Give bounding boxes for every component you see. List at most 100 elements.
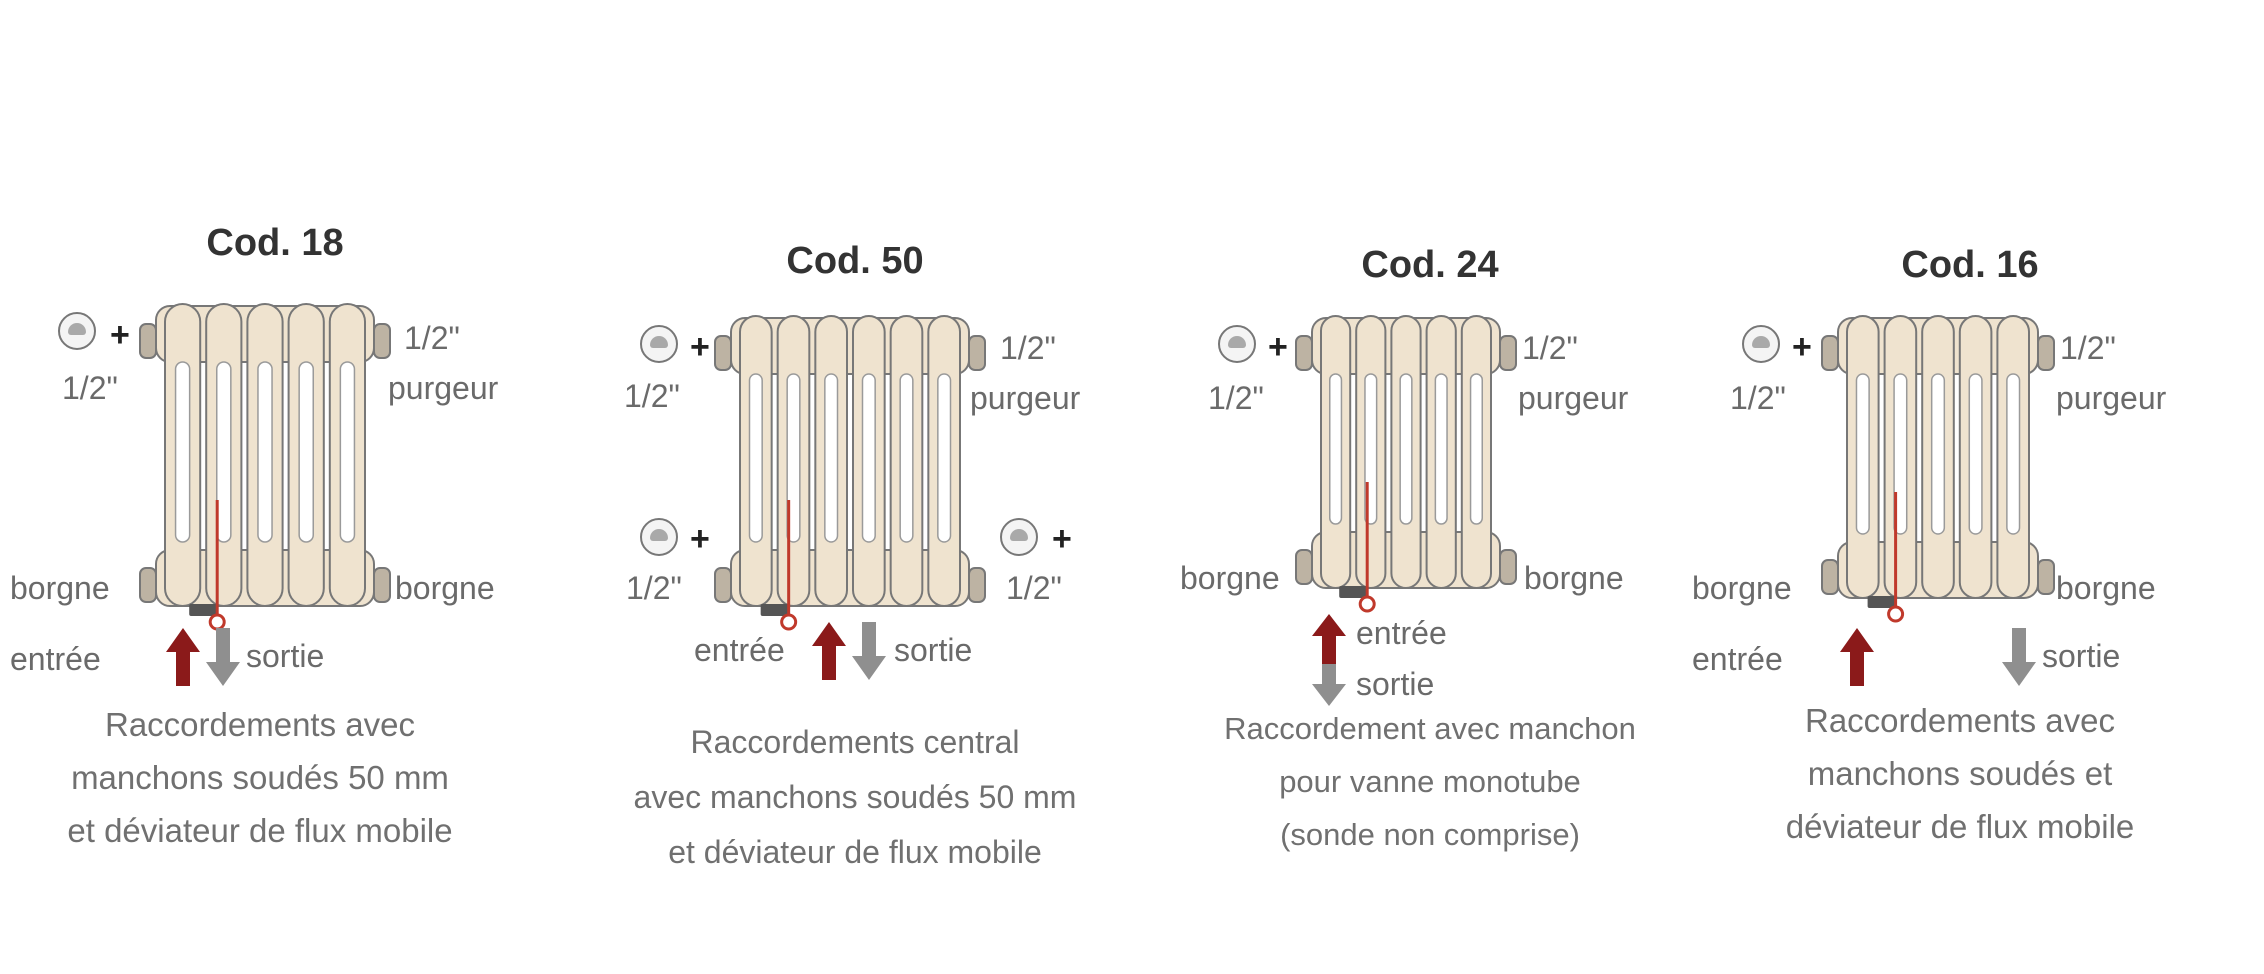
description-line: manchons soudés et	[1807, 755, 2113, 792]
probe-tip	[208, 613, 226, 631]
radiator-column-slot	[216, 361, 232, 543]
radiator-column-slot	[298, 361, 314, 543]
radiator-cap	[373, 567, 391, 603]
panel-cod-18: Cod. 18 + 1/2" 1/2" purgeur borgne borgn…	[0, 0, 560, 974]
description-line: Raccordements avec	[105, 706, 415, 743]
bottom-left-label: borgne	[1180, 560, 1280, 596]
entree-label: entrée	[1692, 641, 1783, 677]
radiator-column-slot	[339, 361, 356, 543]
outlet-arrow-icon	[206, 628, 240, 686]
top-right-size-label: 1/2"	[2060, 330, 2116, 366]
entree-label: entrée	[1356, 615, 1447, 651]
radiator-cap	[373, 323, 391, 359]
valve-head-icon	[1000, 518, 1038, 556]
radiator-cap	[2037, 335, 2055, 371]
valve-head-icon	[58, 312, 96, 350]
description-line: (sonde non comprise)	[1280, 817, 1580, 852]
top-right-size-label: 1/2"	[1522, 330, 1578, 366]
description-line: déviateur de flux mobile	[1785, 808, 2135, 845]
valve-head-icon	[1742, 325, 1780, 363]
radiator-cap	[968, 567, 986, 603]
radiator-cap	[714, 567, 732, 603]
radiator-connection	[760, 604, 789, 616]
panel-cod-24: Cod. 24 + 1/2" 1/2" purgeur borgne borgn…	[1170, 0, 1690, 974]
panel-title: Cod. 24	[1361, 244, 1499, 286]
radiator-cap	[2037, 559, 2055, 595]
outlet-arrow-icon	[852, 622, 886, 680]
plus-sign: +	[110, 316, 130, 354]
description-line: manchons soudés 50 mm	[71, 759, 449, 796]
inlet-arrow-icon	[812, 622, 846, 680]
probe-tip	[1887, 605, 1905, 623]
bottom-right-label: borgne	[1524, 560, 1624, 596]
outlet-arrow-icon	[2002, 628, 2036, 686]
description-line: Raccordements central	[690, 724, 1020, 760]
description-line: et déviateur de flux mobile	[668, 834, 1042, 870]
radiator-diagram	[139, 303, 391, 631]
panel-cod-50: Cod. 50 + 1/2" 1/2" purgeur + 1/2" + 1/2…	[580, 0, 1140, 974]
inlet-arrow-icon	[1312, 614, 1346, 664]
sortie-label: sortie	[894, 632, 973, 668]
plus-sign: +	[690, 520, 710, 558]
radiator-column-slot	[1968, 373, 1983, 535]
radiator-cap	[1295, 549, 1313, 585]
valve-head-icon	[1218, 325, 1256, 363]
radiator-cap	[139, 323, 157, 359]
radiator-cap	[1295, 335, 1313, 371]
radiator-column-slot	[2006, 373, 2021, 535]
purgeur-label: purgeur	[2056, 380, 2167, 416]
bottom-left-label: borgne	[1692, 570, 1792, 606]
radiator-column-slot	[1469, 373, 1483, 525]
radiator-column-slot	[1893, 373, 1908, 535]
sortie-label: sortie	[1356, 666, 1435, 702]
purgeur-label: purgeur	[1518, 380, 1629, 416]
top-right-size-label: 1/2"	[1000, 330, 1056, 366]
radiator-cap	[714, 335, 732, 371]
radiator-column-slot	[1930, 373, 1946, 535]
radiator-column-slot	[861, 373, 876, 543]
radiator-column-slot	[174, 361, 191, 543]
outlet-arrow-icon	[1312, 664, 1346, 706]
sortie-label: sortie	[246, 638, 325, 674]
bottom-right-label: borgne	[2056, 570, 2156, 606]
valve-head-icon	[640, 325, 678, 363]
inlet-arrow-icon	[1840, 628, 1874, 686]
radiator-cap	[1821, 559, 1839, 595]
radiator-cap	[1821, 335, 1839, 371]
plus-sign: +	[1052, 520, 1072, 558]
radiator-diagram	[714, 315, 986, 631]
radiator-column-slot	[1855, 373, 1870, 535]
plus-sign: +	[1268, 328, 1288, 366]
entree-label: entrée	[10, 641, 101, 677]
inlet-arrow-icon	[166, 628, 200, 686]
radiator-column-slot	[1399, 373, 1413, 525]
bottom-right-size-label: 1/2"	[1006, 570, 1062, 606]
valve-head-icon	[640, 518, 678, 556]
radiator-diagram	[1821, 315, 2055, 623]
radiator-column-slot	[786, 373, 801, 543]
plus-sign: +	[690, 328, 710, 366]
probe-tip	[1358, 595, 1376, 613]
sortie-label: sortie	[2042, 638, 2121, 674]
top-left-size-label: 1/2"	[624, 378, 680, 414]
description: Raccordements central avec manchons soud…	[580, 715, 1130, 880]
panel-title: Cod. 16	[1901, 244, 2039, 286]
purgeur-label: purgeur	[388, 370, 499, 406]
radiator-column-slot	[1329, 373, 1343, 525]
panel-cod-16: Cod. 16 + 1/2" 1/2" purgeur borgne borgn…	[1690, 0, 2250, 974]
top-left-size-label: 1/2"	[62, 370, 118, 406]
radiator-column-slot	[824, 373, 839, 543]
description: Raccordements avec manchons soudés 50 mm…	[20, 698, 500, 857]
purgeur-label: purgeur	[970, 380, 1081, 416]
panel-title: Cod. 50	[786, 240, 924, 282]
description: Raccordement avec manchon pour vanne mon…	[1170, 702, 1690, 861]
description: Raccordements avec manchons soudés et dé…	[1700, 694, 2220, 853]
bottom-left-label: borgne	[10, 570, 110, 606]
top-right-size-label: 1/2"	[404, 320, 460, 356]
plus-sign: +	[1792, 328, 1812, 366]
description-line: avec manchons soudés 50 mm	[633, 779, 1077, 815]
radiator-cap	[139, 567, 157, 603]
description-line: pour vanne monotube	[1279, 764, 1581, 799]
description-line: Raccordements avec	[1805, 702, 2115, 739]
radiator-cap	[1499, 549, 1517, 585]
